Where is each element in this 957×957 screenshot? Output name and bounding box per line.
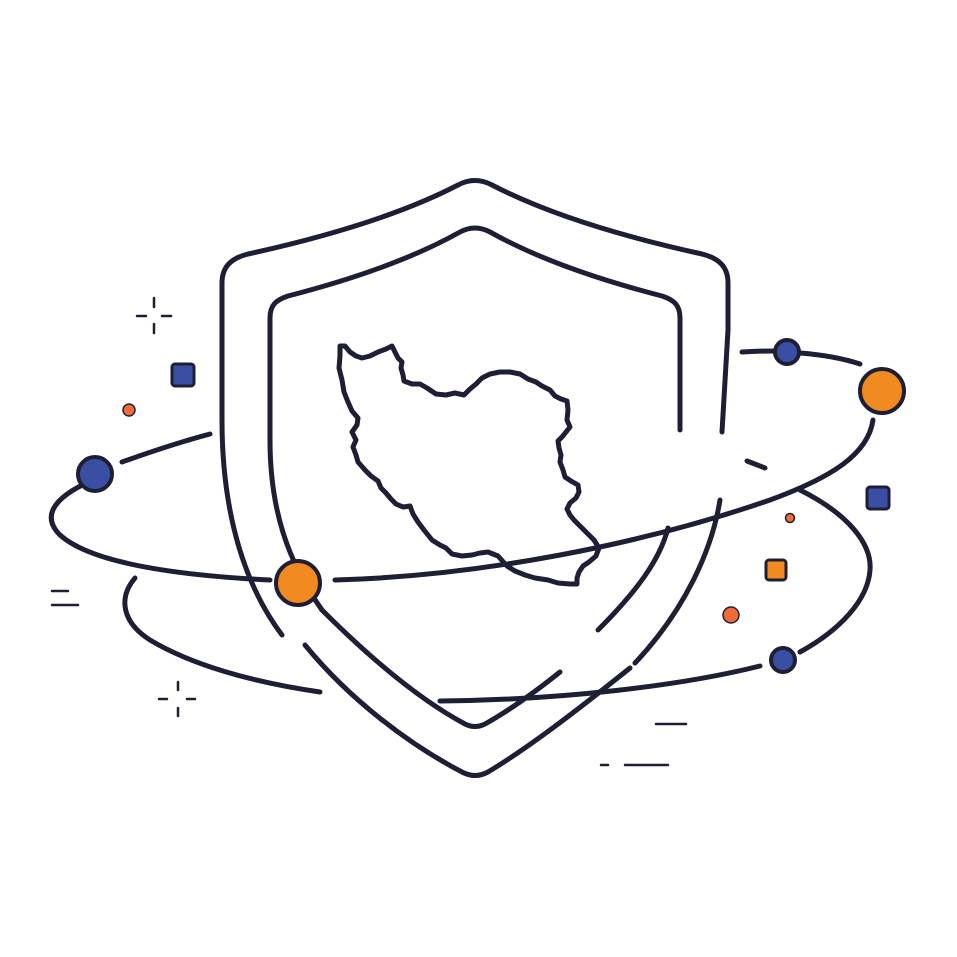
orbit-second-dash [744,458,768,471]
square-orange-right [764,558,788,582]
planet-blue-left [76,455,114,493]
square-blue-left [170,362,196,388]
shield-icon [219,178,731,778]
planet-blue-bottom-right [769,646,797,674]
iran-map-icon [336,343,602,587]
orbit-main-upper-right-b [797,350,863,367]
square-confetti-icon [170,362,891,582]
speed-line-icon [50,589,688,767]
orbit-second-right [797,487,873,655]
orbit-main-front [332,417,876,583]
sparkle-top-left [135,296,173,335]
orbit-main-upper-right [739,348,778,355]
orbit-ring-icon [48,348,876,704]
planet-orange-center-left [274,559,322,607]
shield-inner-bottom [319,607,563,729]
orbit-main-left [48,474,273,583]
shield-outer-lower-curve [302,642,633,778]
coral-dot-right [722,606,740,624]
sparkle-bottom-left [157,680,197,718]
orbit-second-bottom [437,663,763,704]
planet-orange-large-right [858,367,906,415]
planet-dot-icon [76,338,906,674]
coral-dot-right-small [784,512,796,524]
shield-outer-outline [219,178,731,435]
orbit-second-left [122,575,323,695]
coral-dot-icon [122,403,796,624]
shield-inner-right [595,525,671,633]
square-blue-right [865,485,891,511]
coral-dot-left [122,403,136,417]
planet-blue-top-right [773,338,801,366]
sparkle-icon [135,296,197,718]
shield-outer-lower-right [632,497,723,666]
orbit-main-upper-left [119,431,213,465]
shield-outer-lower-left [219,280,285,638]
shield-inner-outline [267,225,683,433]
